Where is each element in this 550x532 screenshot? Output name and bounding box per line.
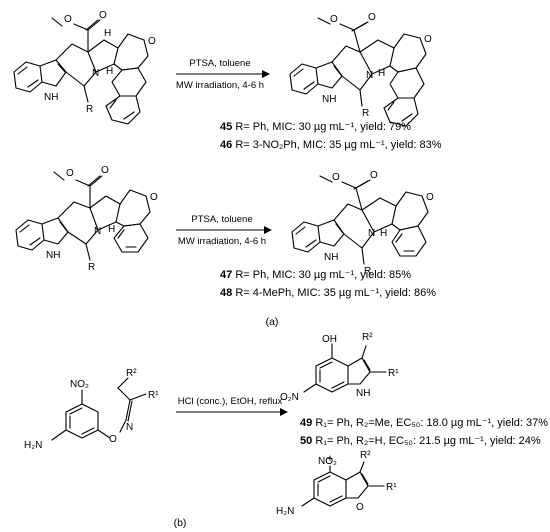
- atom-label-nh: NH: [356, 388, 370, 399]
- atom-label-oh: OH: [322, 334, 337, 345]
- atom-label-r2: R²: [360, 450, 371, 461]
- atom-label-o: O: [332, 172, 340, 183]
- atom-label-o: O: [356, 502, 364, 513]
- atom-label-o: O: [109, 434, 117, 445]
- atom-label-h2n: H₂N: [276, 506, 294, 517]
- atom-label-h: H: [106, 66, 113, 77]
- plus-sign: +: [327, 453, 333, 465]
- result-text: R= 3-NO₂Ph, MIC: 35 µg mL⁻¹, yield: 83%: [235, 139, 441, 151]
- result-text: R= Ph, MIC: 30 µg mL⁻¹, yield: 79%: [235, 121, 411, 133]
- atom-label-nh: NH: [324, 252, 338, 263]
- reaction-3-condition: HCl (conc.), EtOH, reflux: [178, 396, 283, 407]
- atom-label-o: O: [370, 170, 378, 181]
- result-line: 50 R₁= Ph, R₂=H, EC₅₀: 21.5 µg mL⁻¹, yie…: [300, 435, 541, 447]
- panel-a-label: (a): [266, 316, 279, 328]
- atom-label-n: N: [366, 70, 373, 81]
- reaction-2-arrow: [176, 226, 272, 234]
- atom-label-o: O: [66, 168, 74, 179]
- compound-number: 49: [300, 417, 312, 429]
- atom-label-r1: R¹: [386, 482, 397, 493]
- atom-label-o: O: [368, 12, 376, 23]
- atom-label-r1: R¹: [148, 390, 159, 401]
- reaction-1-condition-top: PTSA, toluene: [189, 58, 250, 69]
- atom-label-o2n: O₂N: [280, 392, 299, 403]
- reactant-2-structure: [15, 171, 151, 261]
- atom-label-r: R: [362, 108, 369, 119]
- compound-number: 47: [220, 269, 232, 281]
- atom-label-nh: NH: [322, 94, 336, 105]
- result-line: 48 R= 4-MePh, MIC: 35 µg mL⁻¹, yield: 86…: [220, 287, 436, 299]
- atom-label-o: O: [330, 14, 338, 25]
- atom-label-h2n: H₂N: [24, 440, 42, 451]
- compound-number: 48: [220, 287, 232, 299]
- atom-label-no2: NO₂: [318, 456, 337, 467]
- reaction-2-condition-top: PTSA, toluene: [191, 214, 252, 225]
- atom-label-n: N: [92, 68, 99, 79]
- atom-label-r: R: [88, 262, 95, 273]
- atom-label-h: H: [104, 28, 111, 39]
- atom-label-n: N: [368, 228, 375, 239]
- result-line: 46 R= 3-NO₂Ph, MIC: 35 µg mL⁻¹, yield: 8…: [220, 139, 442, 151]
- atom-label-nh: NH: [44, 92, 58, 103]
- atom-label-n: N: [94, 226, 101, 237]
- result-text: R₁= Ph, R₂=Me, EC₅₀: 18.0 µg mL⁻¹, yield…: [315, 417, 548, 429]
- atom-label-r: R: [86, 104, 93, 115]
- atom-label-r2: R²: [362, 332, 373, 343]
- atom-label-r2: R²: [126, 368, 137, 379]
- atom-label-h: H: [378, 68, 385, 79]
- atom-label-o: O: [101, 165, 109, 176]
- result-line: 47 R= Ph, MIC: 30 µg mL⁻¹, yield: 85%: [220, 269, 411, 281]
- atom-label-o: O: [424, 34, 432, 45]
- atom-label-h: H: [108, 224, 115, 235]
- result-text: R₁= Ph, R₂=H, EC₅₀: 21.5 µg mL⁻¹, yield:…: [315, 435, 541, 447]
- reactant-3-structure: [51, 377, 147, 441]
- reaction-2-condition-bottom: MW irradiation, 4-6 h: [178, 236, 266, 247]
- result-text: R= Ph, MIC: 30 µg mL⁻¹, yield: 85%: [235, 269, 411, 281]
- atom-label-o: O: [99, 10, 107, 21]
- atom-label-no2: NO₂: [70, 379, 89, 390]
- result-line: 49 R₁= Ph, R₂=Me, EC₅₀: 18.0 µg mL⁻¹, yi…: [300, 417, 548, 429]
- atom-label-r1: R¹: [388, 368, 399, 379]
- atom-label-r: R: [364, 266, 371, 277]
- reaction-1-condition-bottom: MW irradiation, 4-6 h: [176, 80, 264, 91]
- atom-label-o: O: [64, 14, 72, 25]
- atom-label-o: O: [426, 192, 434, 203]
- reaction-1-arrow: [176, 70, 270, 78]
- product-3-benzofuran-structure: [301, 461, 385, 507]
- product-2-structure: [291, 175, 429, 265]
- compound-number: 45: [220, 121, 232, 133]
- atom-label-h: H: [380, 228, 387, 239]
- atom-label-n: N: [126, 422, 133, 433]
- compound-number: 50: [300, 435, 312, 447]
- panel-b-label: (b): [174, 517, 187, 529]
- compound-number: 46: [220, 139, 232, 151]
- product-1-structure: [289, 17, 427, 127]
- result-line: 45 R= Ph, MIC: 30 µg mL⁻¹, yield: 79%: [220, 121, 411, 133]
- atom-label-o: O: [150, 192, 158, 203]
- reactant-1-structure: [13, 17, 149, 125]
- product-3-indole-structure: [303, 343, 387, 393]
- reaction-3-arrow: [176, 408, 288, 416]
- result-text: R= 4-MePh, MIC: 35 µg mL⁻¹, yield: 86%: [235, 287, 436, 299]
- atom-label-o: O: [148, 36, 156, 47]
- atom-label-nh: NH: [46, 250, 60, 261]
